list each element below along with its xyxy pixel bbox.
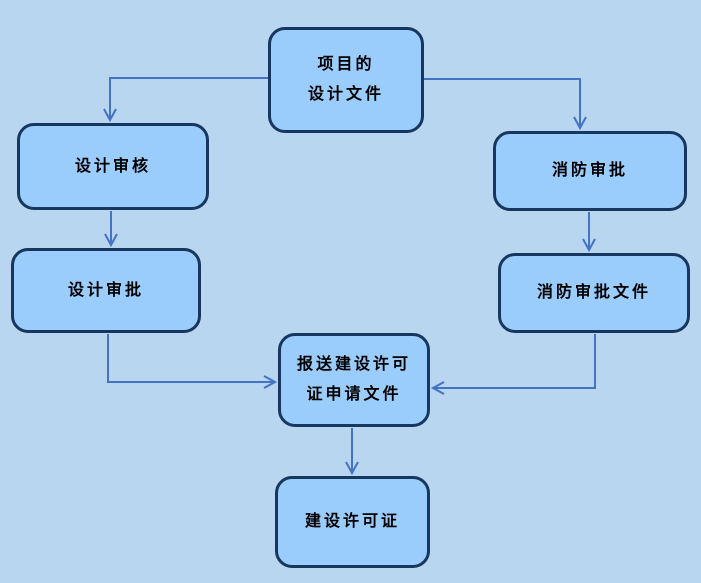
connector-project-to-design-review (103, 77, 268, 123)
node-fire-approval: 消防审批 (493, 131, 687, 211)
node-design-review: 设计审核 (17, 123, 209, 210)
node-design-approval: 设计审批 (11, 248, 201, 333)
node-fire-approval-docs: 消防审批文件 (498, 253, 690, 333)
connector-design-approval-to-submit (107, 334, 278, 389)
node-submit-permit-application: 报送建设许可 证申请文件 (278, 333, 430, 427)
connector-project-to-fire-approval (424, 78, 587, 131)
node-construction-permit: 建设许可证 (275, 476, 430, 568)
connector-fire-docs-to-submit (430, 334, 596, 395)
node-project-design-docs: 项目的 设计文件 (268, 27, 424, 133)
